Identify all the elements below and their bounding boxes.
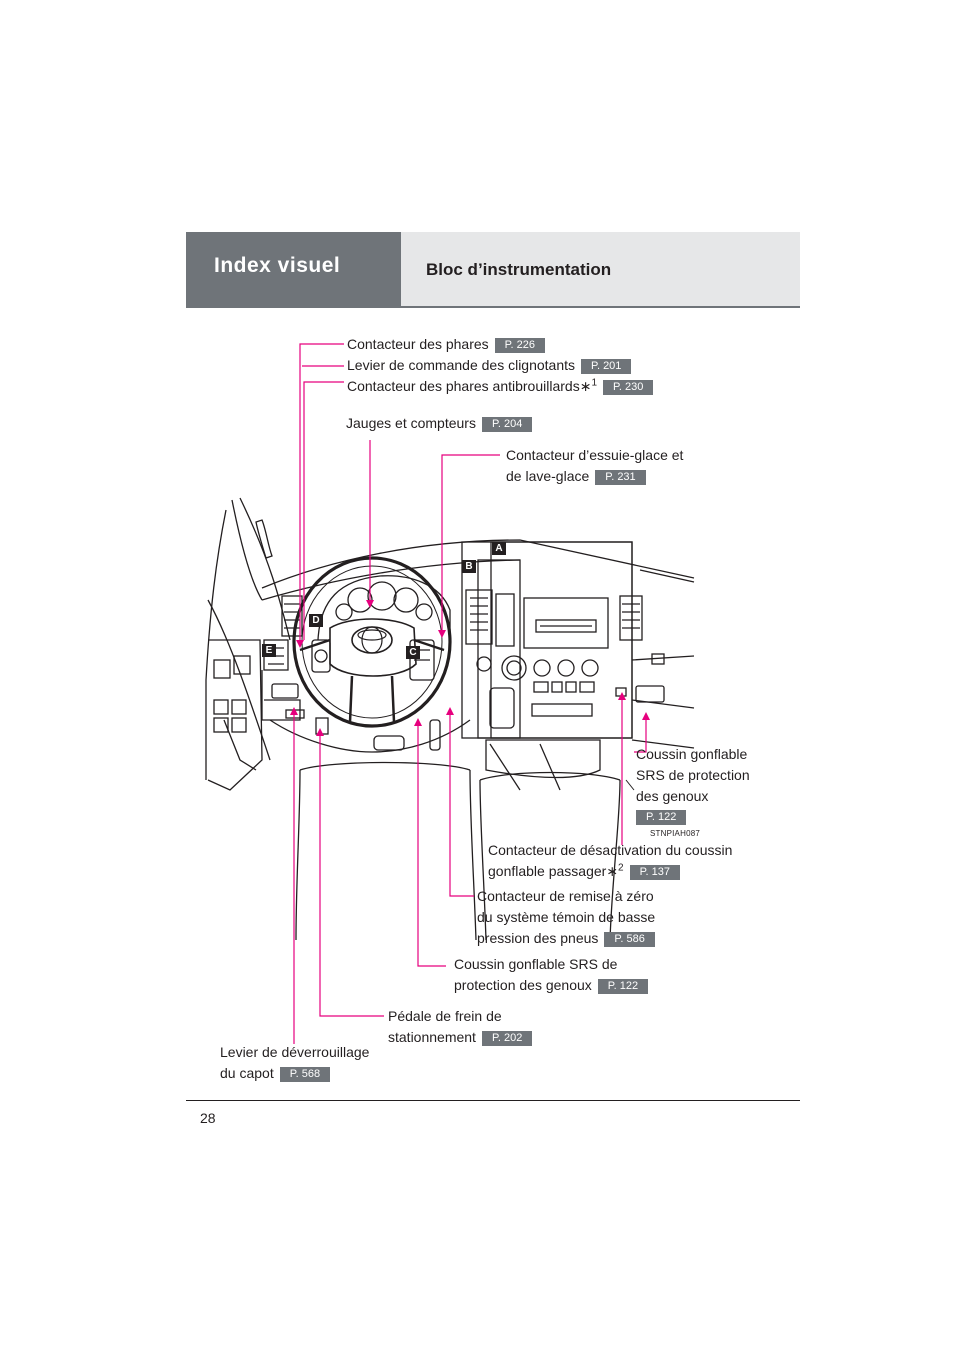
page-ref-badge: P. 204 [481,417,533,432]
subtitle-bar: Bloc d’instrumentation [401,232,800,306]
page-ref-badge: P. 568 [279,1067,331,1082]
asterisk-icon: ∗ [579,378,592,394]
page-ref-badge: P. 137 [629,865,680,880]
page-ref-badge: P. 230 [603,380,654,395]
page-ref-badge: P. 226 [494,338,546,353]
marker-c: C [406,646,420,659]
section-header: Index visuel Bloc d’instrumentation [186,232,800,306]
figure-code: STNPIAH087 [650,829,701,838]
page-number: 28 [200,1110,216,1126]
section-title: Index visuel [214,254,341,277]
marker-e: E [262,644,276,657]
marker-a: A [492,542,506,555]
page-ref-badge: P. 586 [604,932,655,947]
page-ref-badge: P. 231 [595,470,646,485]
tpms-reset-switch-label: Contacteur de remise à zéro du système t… [477,888,656,947]
page-ref-badge: P. 122 [597,979,649,994]
right-knee-airbag-label: Coussin gonflable SRS de protection des … [636,746,750,804]
asterisk-icon: ∗ [606,863,619,879]
header-divider [186,306,800,308]
page-subtitle: Bloc d’instrumentation [426,260,612,279]
page-ref-badge: P. 202 [481,1031,533,1046]
page-ref-badge: P. 122 [636,810,687,825]
wiper-switch-label: Contacteur d’essuie-glace et de lave-gla… [506,447,684,485]
marker-d: D [309,614,323,627]
page-ref-badge: P. 201 [581,359,632,374]
section-tab: Index visuel [186,232,401,306]
left-knee-airbag-label: Coussin gonflable SRS de protection des … [454,954,649,996]
passenger-airbag-switch-label: Contacteur de désactivation du coussin g… [488,842,733,880]
marker-b: B [462,560,476,573]
footer-divider [186,1100,800,1101]
